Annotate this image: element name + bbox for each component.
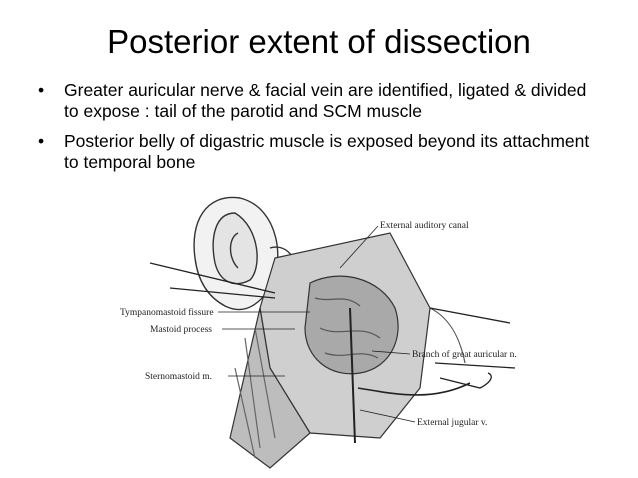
retractors bbox=[149, 262, 516, 389]
bullet-dot-icon: • bbox=[38, 80, 45, 100]
slide-title: Posterior extent of dissection bbox=[107, 23, 531, 60]
dissection-illustration: External auditory canal Tympanomastoid f… bbox=[120, 196, 517, 469]
bullet-item: • Greater auricular nerve & facial vein … bbox=[38, 80, 598, 122]
dissection-field bbox=[229, 232, 471, 469]
bullet-list: • Greater auricular nerve & facial vein … bbox=[38, 80, 598, 182]
ear-drawing bbox=[193, 196, 297, 311]
label-external-jugular: External jugular v. bbox=[417, 418, 487, 428]
label-external-auditory-canal: External auditory canal bbox=[380, 221, 469, 231]
bullet-dot-icon: • bbox=[38, 131, 45, 151]
label-branch-great-auricular: Branch of great auricular n. bbox=[412, 349, 517, 360]
leader-lines bbox=[218, 225, 416, 423]
bullet-text: Posterior belly of digastric muscle is e… bbox=[64, 131, 590, 172]
label-mastoid-process: Mastoid process bbox=[150, 325, 212, 335]
bullet-item: • Posterior belly of digastric muscle is… bbox=[38, 131, 598, 173]
label-tympanomastoid-fissure: Tympanomastoid fissure bbox=[120, 307, 214, 318]
bullet-text: Greater auricular nerve & facial vein ar… bbox=[64, 80, 587, 121]
label-sternomastoid: Sternomastoid m. bbox=[145, 372, 212, 382]
